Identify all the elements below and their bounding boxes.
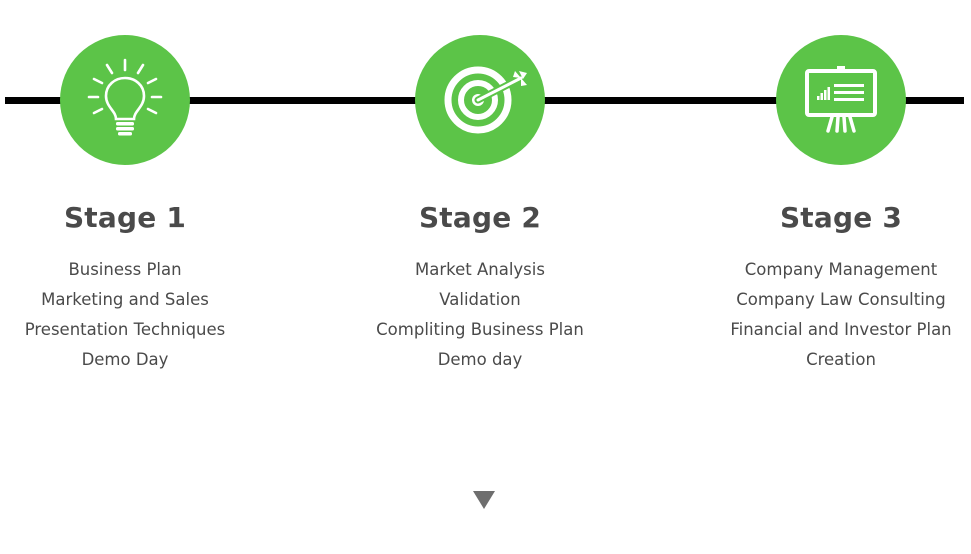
list-item: Financial and Investor Plan: [730, 320, 952, 339]
stage-3-title: Stage 3: [779, 201, 903, 234]
list-item: Business Plan: [68, 260, 182, 279]
target-icon: [444, 66, 527, 134]
stage-3-circle: [776, 35, 906, 165]
stage-2: Stage 2 Market Analysis Validation Compl…: [330, 35, 630, 375]
stage-2-items: Market Analysis Validation Compliting Bu…: [330, 255, 630, 375]
stage-2-circle: [415, 35, 545, 165]
stage-2-title: Stage 2: [418, 201, 542, 234]
stage-1-items: Business Plan Marketing and Sales Presen…: [0, 255, 275, 375]
stage-1-circle: [60, 35, 190, 165]
stage-1-title: Stage 1: [63, 201, 187, 234]
lightbulb-icon: [87, 58, 163, 136]
list-item: Demo Day: [81, 350, 169, 369]
list-item: Marketing and Sales: [41, 290, 209, 309]
list-item: Presentation Techniques: [24, 320, 226, 339]
list-item: Market Analysis: [415, 260, 545, 279]
stage-3-items: Company Management Company Law Consultin…: [691, 255, 971, 375]
list-item: Demo day: [437, 350, 523, 369]
list-item: Creation: [806, 350, 876, 369]
list-item: Validation: [439, 290, 521, 309]
list-item: Compliting Business Plan: [376, 320, 584, 339]
list-item: Company Management: [744, 260, 938, 279]
presentation-board-icon: [805, 66, 877, 133]
stage-3: Stage 3 Company Management Company Law C…: [691, 35, 971, 375]
stage-1: Stage 1 Business Plan Marketing and Sale…: [0, 35, 275, 375]
triangle-down-icon[interactable]: [473, 491, 495, 509]
list-item: Company Law Consulting: [736, 290, 946, 309]
